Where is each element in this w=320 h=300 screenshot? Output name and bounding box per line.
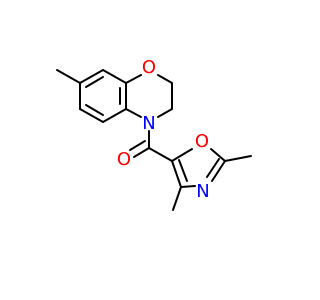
bond-benzene-2: [102, 69, 127, 84]
carbonyl-oxygen-label: O: [117, 149, 131, 170]
bond-oxazole-c2-methyl: [224, 155, 252, 162]
bond-ring-oxygen-to-ch2: [157, 74, 173, 84]
bond-ring-nitrogen-to-aromatic-c: [125, 108, 142, 118]
ring-oxygen-label: O: [142, 57, 156, 78]
bond-lines: [56, 69, 252, 211]
molecule-structure: O N O O N: [56, 57, 252, 211]
oxazole-nitrogen-label: N: [196, 181, 209, 202]
bond-oxazole-nitrogen-to-c4: [180, 185, 196, 188]
bond-oxazole-c5-to-oxygen: [171, 148, 193, 162]
bond-carbonyl-double-2: [129, 140, 146, 151]
bond-ch2-to-ring-nitrogen: [157, 108, 173, 118]
bond-aryl-methyl: [56, 69, 81, 84]
bond-benzene-5: [79, 108, 104, 123]
bond-oxazole-c4-to-c5-double: [178, 159, 188, 182]
bond-benzene-1: [79, 69, 104, 84]
bond-oxazole-c2-to-nitrogen: [211, 160, 226, 182]
bond-aromatic-c-to-ring-oxygen: [125, 74, 142, 84]
bond-carbonyl-to-oxazole: [148, 147, 173, 162]
ring-nitrogen-label: N: [142, 113, 155, 134]
bond-carbonyl-double-1: [133, 147, 150, 158]
bond-oxazole-c4-methyl: [172, 186, 182, 211]
atom-labels: O N O O N: [117, 57, 210, 202]
oxazole-oxygen-label: O: [195, 131, 209, 152]
bond-oxazole-c4-to-c5: [171, 160, 182, 188]
bond-benzene-4: [102, 108, 127, 123]
bond-oxazole-c2-to-nitrogen-double: [206, 158, 220, 178]
molecule-diagram: O N O O N: [56, 57, 252, 211]
bond-oxazole-oxygen-to-c2: [210, 148, 226, 162]
bond-benzene-inner-1: [85, 76, 104, 88]
bond-benzene-inner-3: [85, 104, 104, 116]
